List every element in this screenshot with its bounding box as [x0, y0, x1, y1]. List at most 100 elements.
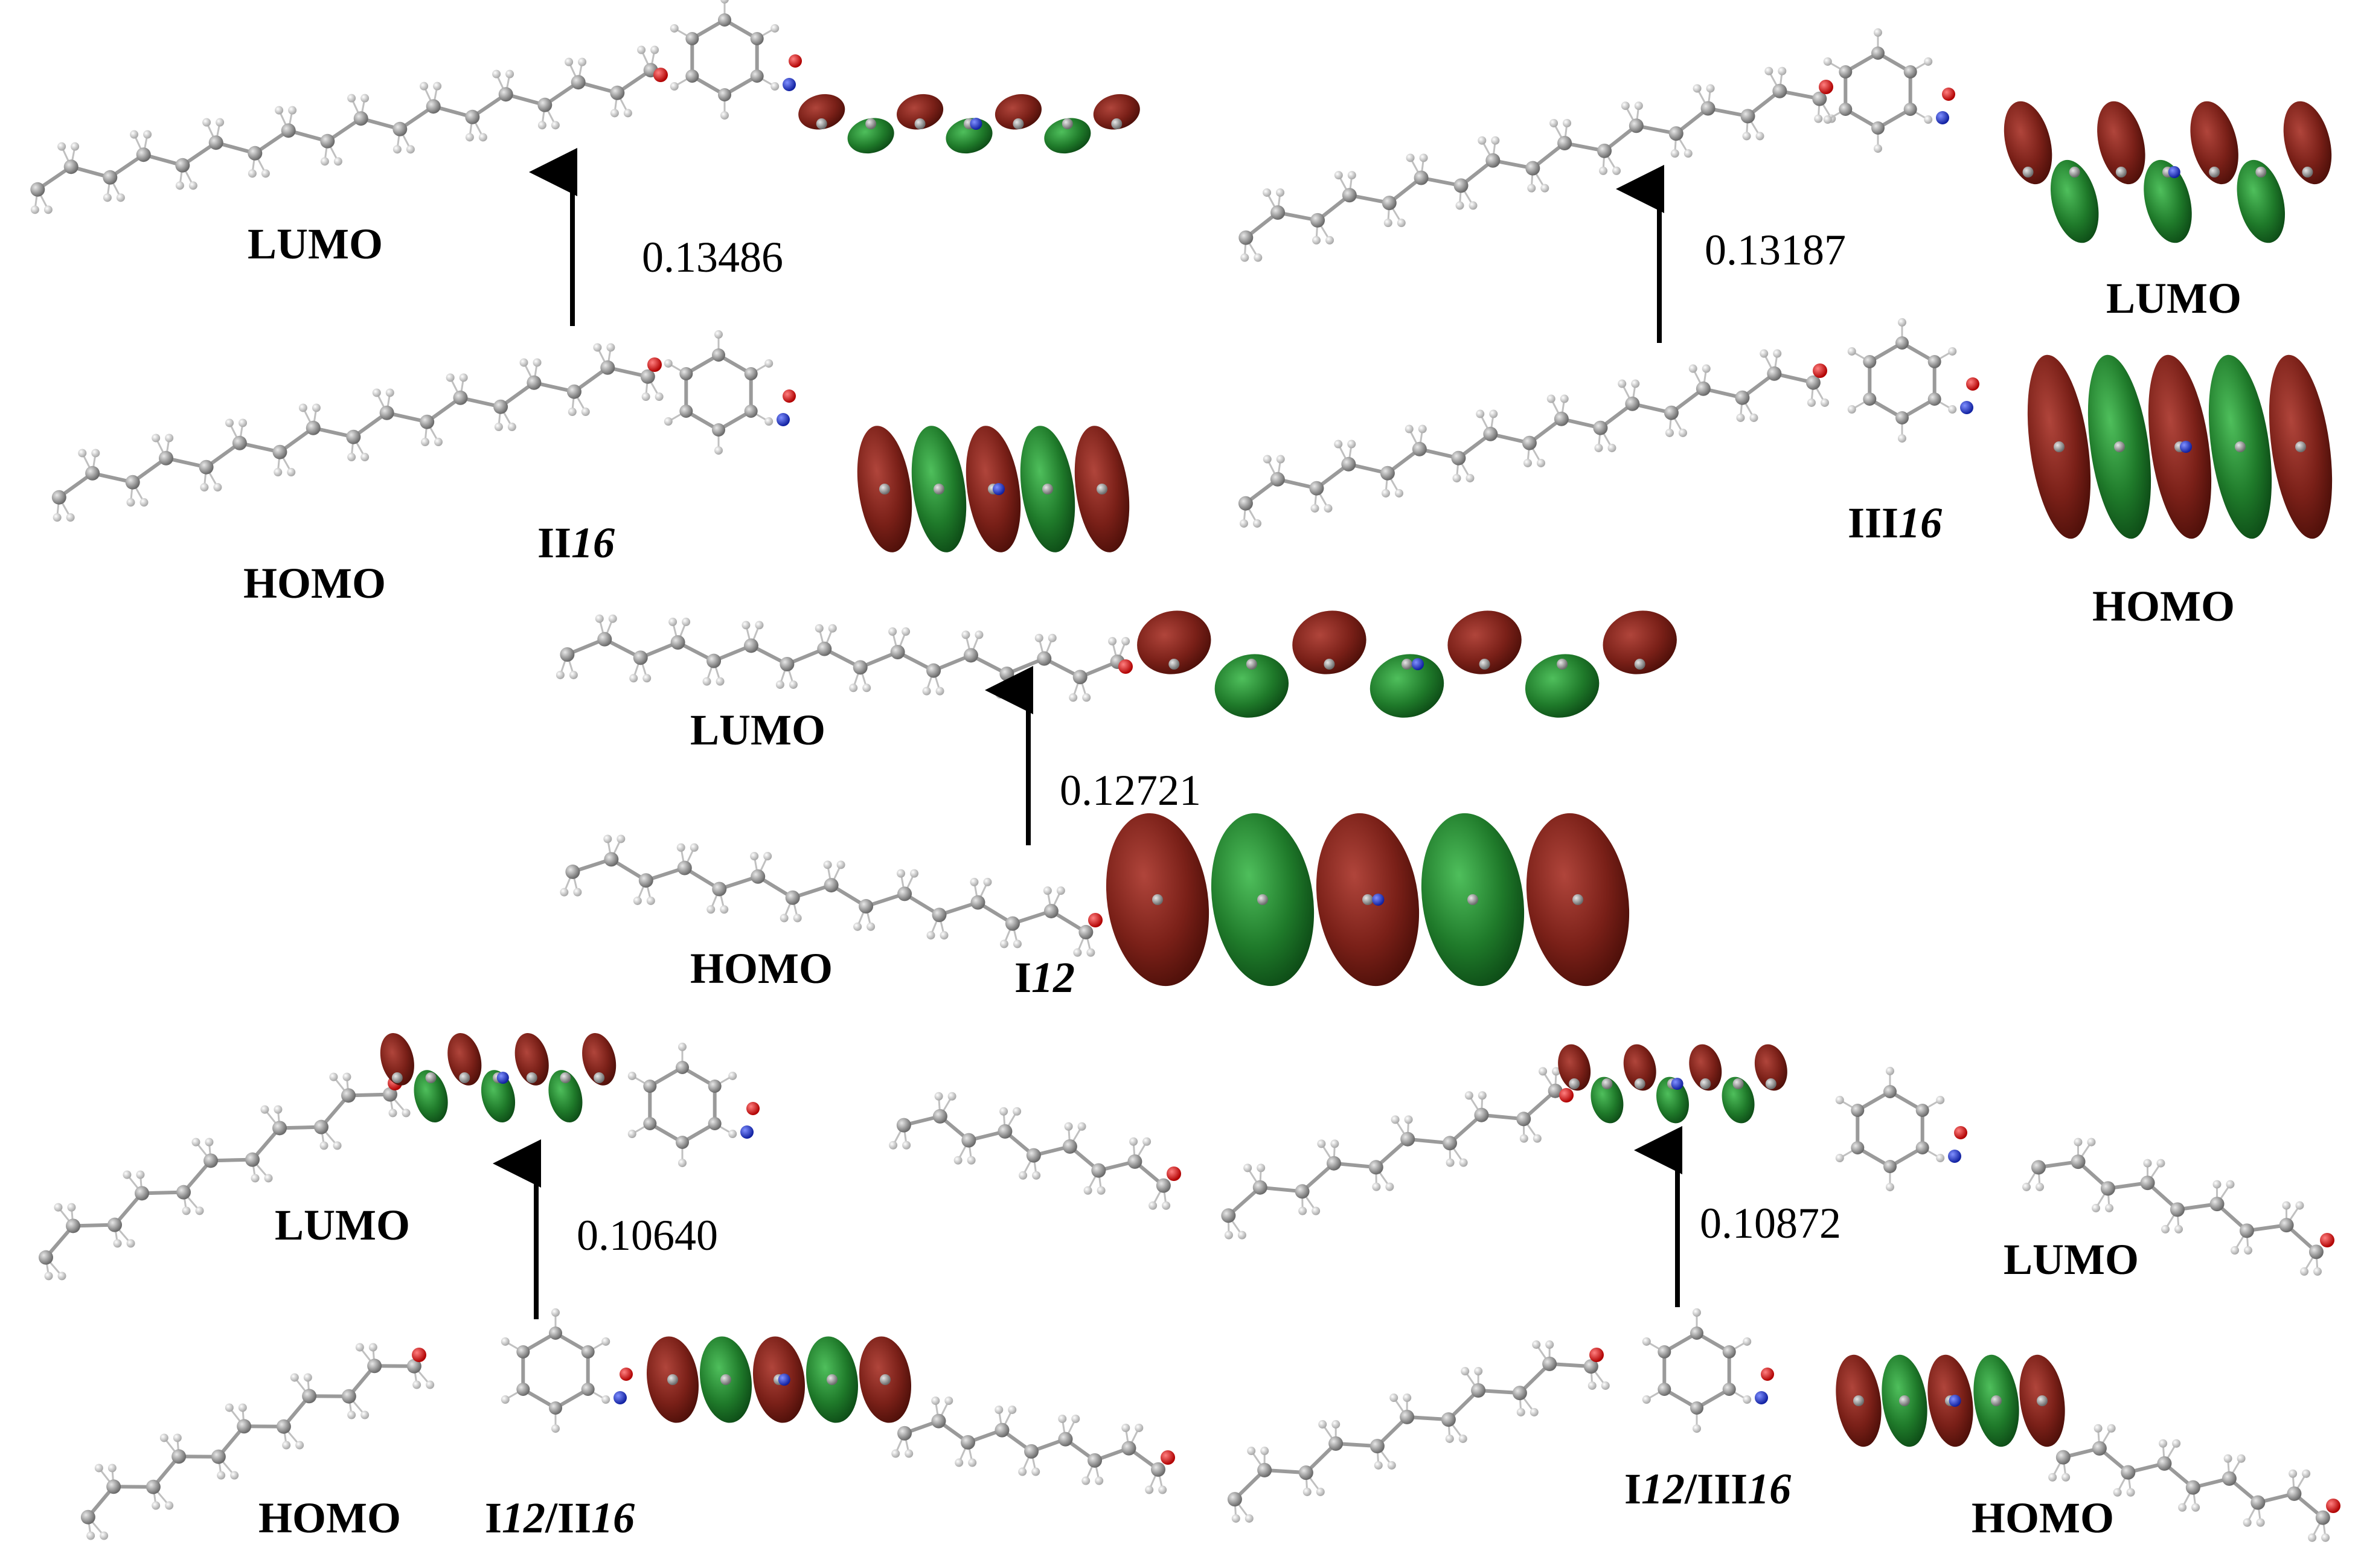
- hydrogen-atom: [1466, 473, 1475, 482]
- i12ii16-homo-molecule: [80, 1308, 1175, 1540]
- carbon-atom: [516, 1383, 530, 1396]
- hydrogen-atom: [623, 109, 632, 118]
- carbon-atom: [1569, 1078, 1580, 1089]
- negative-orbital-lobe: [1722, 1077, 1755, 1124]
- carbon-atom: [1238, 496, 1253, 511]
- panel-II16: [30, 0, 1140, 552]
- hydrogen-atom: [1693, 84, 1702, 93]
- hydrogen-atom: [970, 877, 979, 886]
- negative-orbital-lobe: [548, 1070, 583, 1122]
- hydrogen-atom: [556, 670, 565, 679]
- hydrogen-atom: [702, 677, 711, 686]
- hydrogen-atom: [1489, 409, 1498, 418]
- hydrogen-atom: [100, 1531, 109, 1540]
- hydrogen-atom: [897, 869, 906, 878]
- nitrogen-atom: [1372, 894, 1385, 906]
- carbon-atom: [367, 1358, 382, 1374]
- hydrogen-atom: [1318, 1420, 1327, 1429]
- hydrogen-atom: [1385, 1182, 1394, 1191]
- hydrogen-atom: [1764, 66, 1773, 75]
- hydrogen-atom: [1013, 939, 1022, 949]
- i12iii16-homo-label: HOMO: [1972, 1494, 2114, 1542]
- carbon-atom: [1270, 205, 1286, 220]
- hydrogen-atom: [1552, 1067, 1561, 1076]
- carbon-atom: [1899, 1395, 1910, 1406]
- hydrogen-atom: [1452, 473, 1461, 482]
- hydrogen-atom: [2161, 1224, 2170, 1234]
- ii16-homo-molecule: [51, 330, 1130, 552]
- carbon-atom: [1474, 1107, 1489, 1122]
- hydrogen-atom: [216, 118, 225, 127]
- carbon-atom: [38, 1250, 53, 1265]
- hydrogen-atom: [1019, 1171, 1028, 1180]
- hydrogen-atom: [926, 931, 935, 940]
- carbon-atom: [610, 85, 625, 100]
- carbon-atom: [2222, 1471, 2237, 1486]
- hydrogen-atom: [130, 130, 139, 139]
- hydrogen-atom: [347, 1410, 356, 1419]
- hydrogen-atom: [1403, 1394, 1412, 1403]
- hydrogen-atom: [629, 674, 638, 683]
- carbon-atom: [1328, 1436, 1344, 1451]
- hydrogen-atom: [200, 483, 209, 492]
- carbon-atom: [879, 484, 890, 494]
- carbon-atom: [1270, 472, 1285, 487]
- carbon-atom: [1091, 1163, 1106, 1178]
- hydrogen-atom: [1807, 398, 1816, 407]
- hydrogen-atom: [191, 1138, 200, 1147]
- hydrogen-atom: [953, 1156, 963, 1165]
- oxygen-atom: [789, 54, 802, 68]
- hydrogen-atom: [1018, 1467, 1027, 1476]
- negative-orbital-lobe: [2237, 159, 2286, 243]
- carbon-atom: [237, 1419, 252, 1434]
- hydrogen-atom: [1458, 1434, 1467, 1443]
- hydrogen-atom: [1594, 443, 1603, 452]
- carbon-atom: [1572, 894, 1583, 905]
- hydrogen-atom: [1601, 1381, 1610, 1390]
- hydrogen-atom: [2107, 1424, 2116, 1433]
- i12ii16-homo-label: HOMO: [258, 1494, 401, 1542]
- carbon-atom: [1088, 1453, 1103, 1468]
- i12ii16-prefix-b: II: [557, 1494, 592, 1542]
- hydrogen-atom: [2172, 1439, 2181, 1448]
- carbon-atom: [685, 32, 699, 45]
- hydrogen-atom: [1742, 132, 1751, 141]
- hydrogen-atom: [239, 418, 248, 427]
- hydrogen-atom: [1372, 1182, 1381, 1191]
- hydrogen-atom: [1121, 637, 1130, 646]
- hydrogen-atom: [274, 468, 283, 477]
- hydrogen-atom: [764, 359, 774, 368]
- iii16-compound-prefix: III: [1848, 499, 1899, 547]
- hydrogen-atom: [905, 1449, 914, 1458]
- hydrogen-atom: [1823, 57, 1832, 66]
- hydrogen-atom: [1406, 153, 1415, 162]
- nitrogen-atom: [1960, 401, 1973, 414]
- carbon-atom: [276, 1419, 291, 1434]
- carbon-atom: [465, 109, 480, 124]
- hydrogen-atom: [1527, 184, 1536, 193]
- hydrogen-atom: [1387, 1461, 1396, 1470]
- nitrogen-atom: [993, 483, 1005, 495]
- hydrogen-atom: [2159, 1439, 2168, 1448]
- hydrogen-atom: [2223, 1454, 2232, 1463]
- carbon-atom: [1078, 924, 1094, 939]
- carbon-atom: [272, 1121, 287, 1136]
- hydrogen-atom: [655, 392, 664, 402]
- hydrogen-atom: [947, 1092, 956, 1101]
- hydrogen-atom: [1618, 379, 1627, 388]
- carbon-atom: [604, 852, 619, 867]
- carbon-atom: [1812, 91, 1827, 106]
- carbon-atom: [346, 429, 361, 444]
- hydrogen-atom: [67, 1203, 76, 1212]
- hydrogen-atom: [1749, 413, 1758, 422]
- hydrogen-atom: [126, 498, 135, 507]
- hydrogen-atom: [608, 614, 617, 623]
- carbon-atom: [816, 118, 827, 129]
- hydrogen-atom: [385, 388, 394, 397]
- hydrogen-atom: [1034, 633, 1043, 642]
- hydrogen-atom: [1312, 1206, 1321, 1215]
- hydrogen-atom: [1008, 690, 1017, 699]
- oxygen-atom: [1167, 1166, 1181, 1181]
- hydrogen-atom: [1383, 219, 1392, 228]
- hydrogen-atom: [78, 449, 87, 458]
